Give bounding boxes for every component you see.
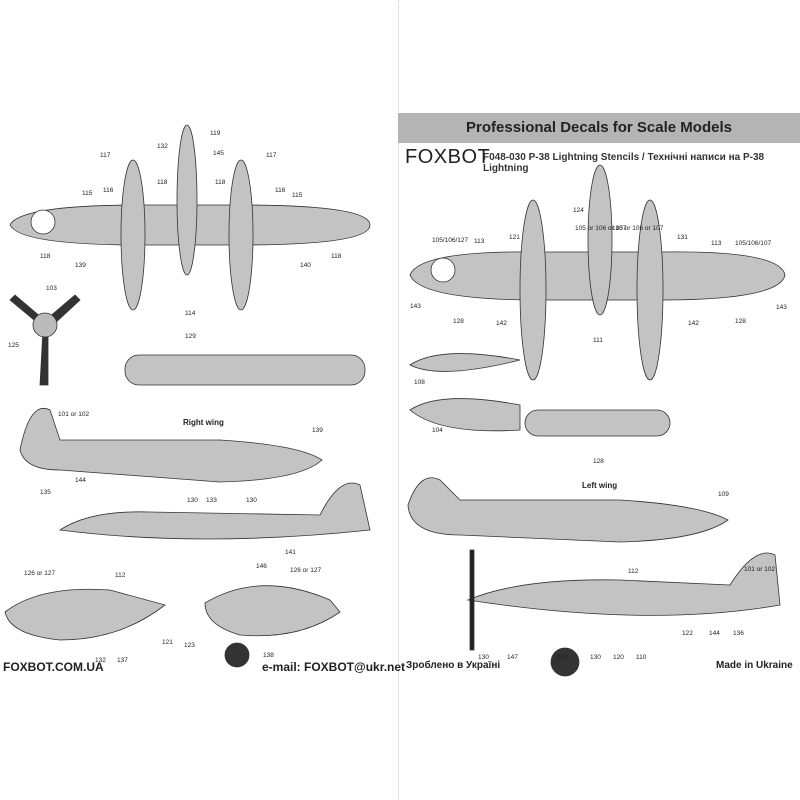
callout-number: 116 [275, 187, 286, 194]
callout-number: 136 [733, 630, 744, 637]
callout-number: 128 [453, 318, 464, 325]
made-in-ukraine-ua: Зроблено в Україні [406, 660, 501, 671]
callout-number: 111 [593, 337, 603, 344]
callout-number: 105/106/107 [735, 240, 772, 247]
callout-number: 141 [285, 549, 296, 556]
website: FOXBOT.COM.UA [3, 660, 104, 674]
callout-number: 118 [331, 253, 342, 260]
callout-number: 130 [246, 497, 257, 504]
callout-number: 126 or 127 [24, 570, 56, 577]
side-view-2 [58, 482, 371, 540]
callout-number: 134 [557, 654, 568, 661]
callout-number: 104 [432, 427, 443, 434]
email: e-mail: FOXBOT@ukr.net [262, 660, 406, 674]
callout-number: 138 [263, 652, 274, 659]
callout-number: 143 [410, 303, 421, 310]
wing-section-bottom [409, 398, 521, 432]
callout-number: 131 [677, 234, 688, 241]
top-view-right [409, 164, 786, 437]
callout-number: 143 [776, 304, 787, 311]
wing-section-top [409, 353, 521, 372]
callout-number: 144 [709, 630, 720, 637]
callout-number: 133 [206, 497, 217, 504]
callout-number: 119 [210, 130, 221, 137]
callout-number: 128 [735, 318, 746, 325]
callout-number: 116 [103, 187, 114, 194]
callout-number: 139 [75, 262, 86, 269]
callout-number: 137 [117, 657, 128, 664]
propeller [9, 294, 81, 386]
callout-number: 109 [718, 491, 729, 498]
callout-number: 121 [162, 639, 173, 646]
callout-number: 117 [266, 152, 277, 159]
callout-number: 118 [40, 253, 51, 260]
callout-number: 112 [628, 568, 639, 575]
callout-number: 144 [75, 477, 86, 484]
callout-number: 145 [213, 150, 224, 157]
left-wing-label: Left wing [582, 481, 618, 490]
callout-number: 105 or 106 or 107 [612, 225, 664, 232]
callout-number: 123 [184, 642, 195, 649]
callout-number: 132 [95, 657, 106, 664]
callout-number: 135 [40, 489, 51, 496]
banner-title: Professional Decals for Scale Models [398, 113, 800, 143]
right-wing-label: Right wing [183, 418, 224, 427]
callout-number: 139 [312, 427, 323, 434]
callout-number: 118 [215, 179, 226, 186]
side-view-left-2 [466, 552, 781, 616]
nacelle-right [204, 585, 341, 637]
top-view-left [9, 124, 371, 386]
made-in-ukraine-en: Made in Ukraine [716, 660, 793, 671]
callout-number: 110 [636, 654, 647, 661]
callout-number: 142 [496, 320, 507, 327]
callout-number: 130 [590, 654, 601, 661]
callout-number: 113 [474, 238, 485, 245]
callout-number: 142 [688, 320, 699, 327]
callout-number: 108 [414, 379, 425, 386]
callout-number: 130 [478, 654, 489, 661]
callout-number: 103 [46, 285, 57, 292]
callout-number: 112 [115, 572, 126, 579]
callout-number: 132 [157, 143, 168, 150]
nacelle-left [4, 588, 166, 641]
callout-number: 140 [300, 262, 311, 269]
callout-number: 125 [8, 342, 19, 349]
callout-number: 124 [573, 207, 584, 214]
callout-number: 121 [509, 234, 520, 241]
callout-number: 113 [711, 240, 722, 247]
callout-number: 120 [613, 654, 624, 661]
callout-number: 117 [100, 152, 111, 159]
callout-number: 101 or 102 [744, 566, 776, 573]
page-divider [398, 0, 399, 800]
brand-logo: FOXBOT [405, 146, 491, 168]
callout-number: 130 [187, 497, 198, 504]
callout-number: 129 [185, 333, 196, 340]
callout-number: 118 [157, 179, 168, 186]
callout-number: 115 [292, 192, 303, 199]
callout-number: 126 or 127 [290, 567, 322, 574]
callout-number: 128 [593, 458, 604, 465]
side-view-right-wing [19, 408, 323, 483]
callout-number: 105 or 106 or 107 [575, 225, 627, 232]
side-view-left-wing [407, 477, 729, 543]
callout-number: 114 [185, 310, 196, 317]
callout-number: 146 [256, 563, 267, 570]
callout-number: 101 or 102 [58, 411, 90, 418]
callout-number: 105/106/127 [432, 237, 469, 244]
callout-number: 147 [507, 654, 518, 661]
callout-number: 122 [682, 630, 693, 637]
sheet-subtitle: F048-030 P-38 Lightning Stencils / Техні… [483, 152, 765, 174]
callout-number: 115 [82, 190, 93, 197]
